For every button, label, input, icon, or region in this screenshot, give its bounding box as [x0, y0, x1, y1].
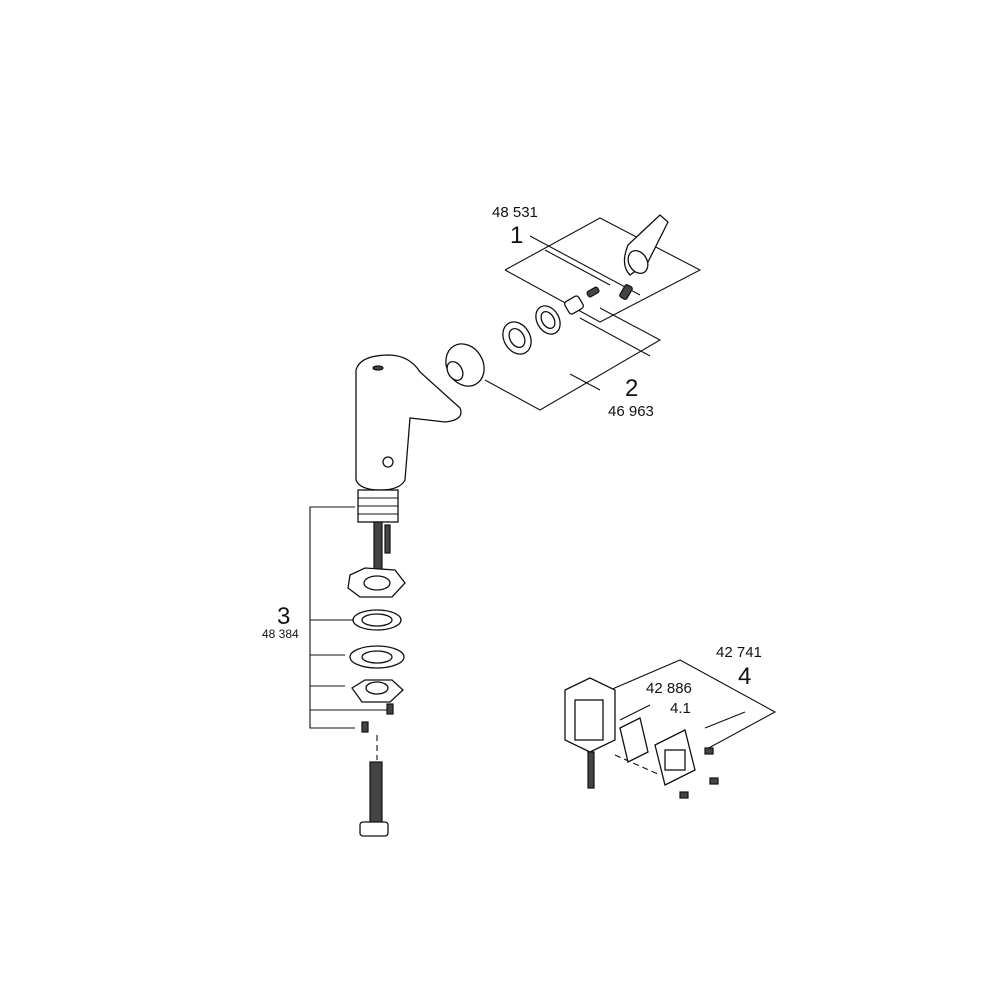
part-4-1-code: 42 886 — [646, 680, 692, 697]
faucet-body — [355, 354, 462, 573]
part-4-code: 42 741 — [716, 644, 762, 661]
part-4-1-number: 4.1 — [670, 700, 691, 717]
part-1-code: 48 531 — [492, 204, 538, 221]
part-1-handle — [504, 214, 702, 323]
part-4-control-box — [564, 659, 777, 799]
part-4-number: 4 — [738, 663, 751, 690]
part-2-cartridge — [445, 295, 662, 411]
part-2-number: 2 — [625, 375, 638, 402]
part-3-mounting-set — [309, 506, 406, 837]
part-3-number: 3 — [277, 603, 290, 630]
part-1-number: 1 — [510, 222, 523, 249]
part-3-code: 48 384 — [262, 627, 299, 641]
part-2-code: 46 963 — [608, 403, 654, 420]
